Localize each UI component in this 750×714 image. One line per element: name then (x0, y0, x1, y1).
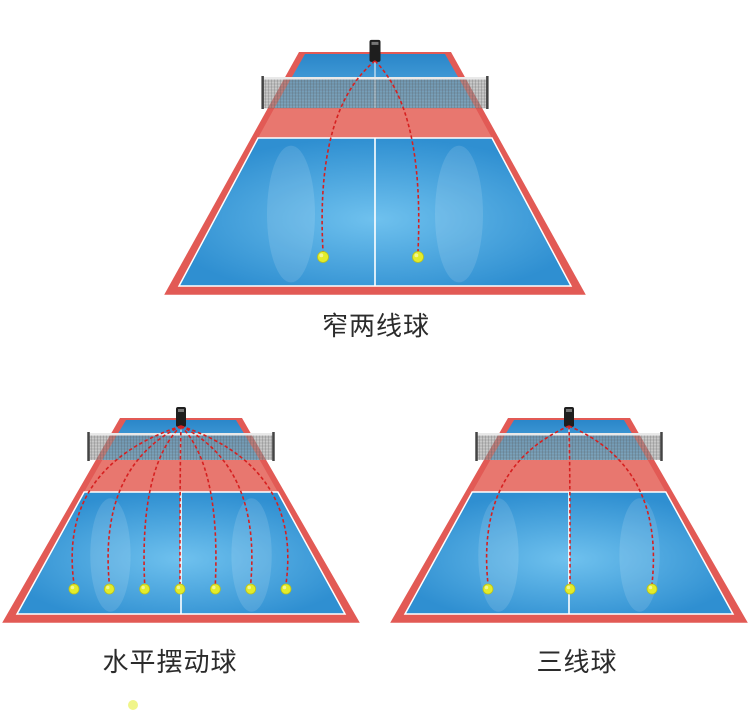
ball-machine-top (178, 409, 184, 412)
ball-machine-top (371, 41, 379, 45)
ball-machine-icon (369, 39, 381, 62)
trajectory-path (180, 425, 217, 585)
ball-highlight (414, 253, 419, 258)
tennis-ball-icon (482, 583, 494, 595)
light-streak (478, 498, 519, 612)
ball-highlight (212, 585, 216, 590)
ball-highlight (247, 585, 251, 590)
ball-highlight (319, 253, 324, 258)
light-streak (90, 498, 131, 612)
net-post (272, 432, 275, 461)
net-top-band (262, 77, 488, 80)
net-post (486, 76, 489, 109)
ball-highlight (106, 585, 110, 590)
trajectory-path (71, 425, 182, 585)
light-streak (435, 145, 483, 283)
ball-highlight (176, 585, 181, 590)
trajectory-path (321, 60, 376, 252)
trajectory-path (485, 425, 570, 585)
court-diagram-horizontal-swing (0, 396, 362, 632)
trajectory-path (180, 425, 253, 585)
trajectory-path (180, 425, 289, 585)
tennis-ball-icon (68, 583, 80, 595)
tennis-ball-icon (103, 583, 115, 595)
tennis-ball-icon (280, 583, 292, 595)
court-diagram-three-line (388, 396, 750, 632)
ball-machine-top (566, 409, 572, 412)
ball-highlight (566, 585, 571, 590)
net-post (475, 432, 478, 461)
court-svg-top (164, 39, 586, 295)
tennis-ball-icon (646, 583, 658, 595)
net-post (261, 76, 264, 109)
trajectory-path (107, 425, 182, 585)
tennis-ball-icon (245, 583, 257, 595)
trajectory-path (179, 425, 182, 585)
caption-three-line: 三线球 (536, 648, 618, 678)
court-svg-bottom-left (2, 407, 360, 623)
ball-highlight (70, 585, 75, 590)
tennis-ball-icon (317, 251, 329, 263)
decorative-ball-dot (128, 700, 138, 710)
tennis-ball-icon (564, 583, 576, 595)
net-zone (258, 108, 492, 138)
ball-highlight (282, 585, 287, 590)
court-diagram-narrow-two-line (160, 26, 590, 302)
court-svg-bottom-right (390, 407, 748, 623)
net-post (87, 432, 90, 461)
ball-highlight (484, 585, 489, 590)
tennis-ball-icon (139, 583, 151, 595)
tennis-ball-icon (209, 583, 221, 595)
caption-narrow-two-line: 窄两线球 (321, 312, 431, 342)
caption-horizontal-swing: 水平摆动球 (102, 648, 238, 678)
tennis-ball-icon (412, 251, 424, 263)
tennis-ball-icon (174, 583, 186, 595)
light-streak (267, 145, 315, 283)
light-streak (619, 498, 660, 612)
ball-highlight (141, 585, 145, 590)
trajectory-path (568, 425, 571, 585)
trajectory-path (568, 425, 655, 585)
net-post (660, 432, 663, 461)
light-streak (231, 498, 272, 612)
ball-highlight (648, 585, 653, 590)
trajectory-path (143, 425, 182, 585)
